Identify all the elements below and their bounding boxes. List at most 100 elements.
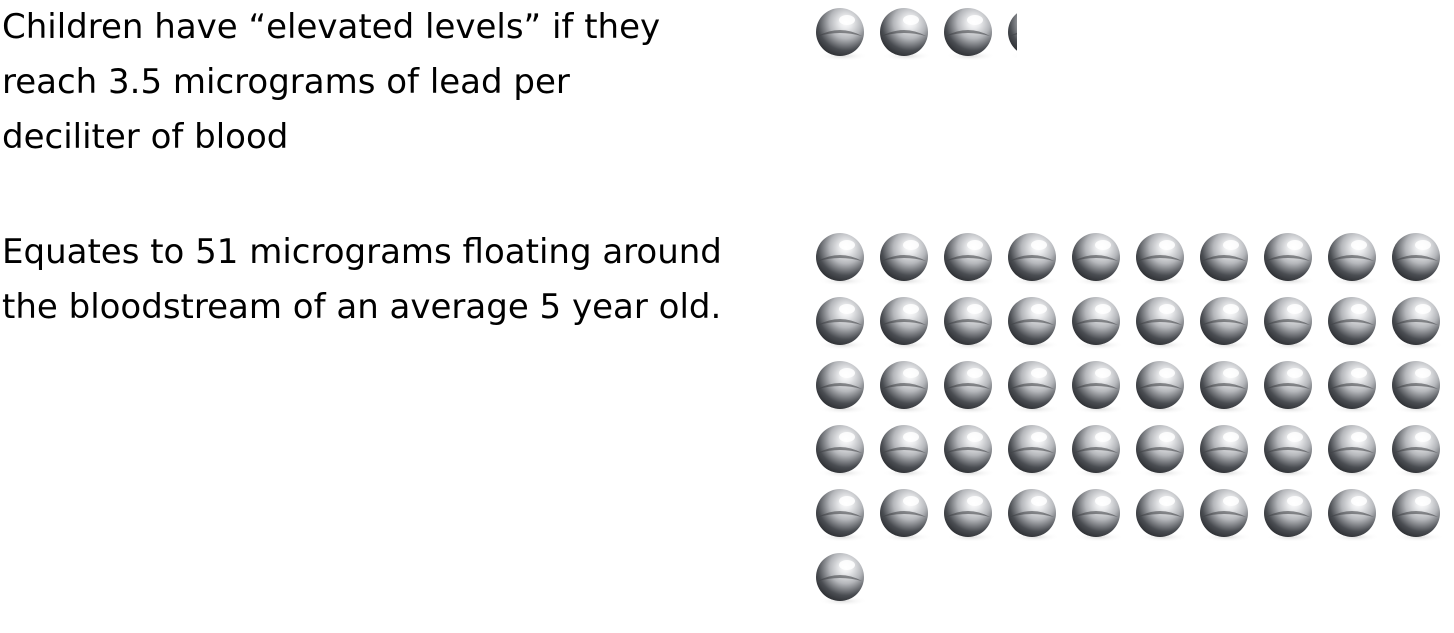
lead-ball: [877, 6, 933, 62]
lead-ball: [1069, 295, 1125, 351]
lead-ball: [1133, 423, 1189, 479]
lead-ball-icon: [1328, 489, 1380, 542]
lead-ball-icon: [1072, 233, 1124, 286]
lead-ball: [1005, 6, 1017, 62]
lead-ball: [877, 423, 933, 479]
lead-ball-icon: [1072, 297, 1124, 350]
lead-ball-icon: [1264, 489, 1316, 542]
lead-ball: [813, 295, 869, 351]
lead-ball-icon: [1200, 425, 1252, 478]
lead-ball: [1133, 231, 1189, 287]
lead-ball-icon: [1008, 361, 1060, 414]
lead-ball: [1261, 423, 1317, 479]
lead-ball: [1389, 295, 1445, 351]
elevated-levels-statement: Children have “elevated levels” if they …: [2, 0, 660, 165]
bloodstream-ball-group: [813, 231, 1453, 631]
lead-ball: [941, 6, 997, 62]
equates-statement: Equates to 51 micrograms floating around…: [2, 225, 722, 335]
lead-ball-icon: [1264, 425, 1316, 478]
lead-ball-icon: [1264, 361, 1316, 414]
lead-ball: [1197, 231, 1253, 287]
statement-line: Equates to 51 micrograms floating around: [2, 232, 722, 272]
lead-ball-icon: [944, 489, 996, 542]
lead-ball: [813, 487, 869, 543]
lead-ball: [1197, 295, 1253, 351]
lead-ball: [1133, 487, 1189, 543]
lead-ball-icon: [944, 361, 996, 414]
lead-ball: [1389, 423, 1445, 479]
lead-ball: [1261, 231, 1317, 287]
lead-ball-icon: [1200, 489, 1252, 542]
lead-ball-icon: [944, 425, 996, 478]
lead-ball: [813, 231, 869, 287]
lead-ball: [877, 295, 933, 351]
lead-ball: [1325, 423, 1381, 479]
lead-ball: [1069, 231, 1125, 287]
lead-ball: [1005, 487, 1061, 543]
lead-ball-icon: [1200, 361, 1252, 414]
lead-ball-icon: [944, 8, 996, 61]
lead-ball: [813, 359, 869, 415]
statement-line: the bloodstream of an average 5 year old…: [2, 287, 722, 327]
lead-ball-icon: [1392, 425, 1444, 478]
lead-ball-icon: [1392, 489, 1444, 542]
lead-ball: [1005, 231, 1061, 287]
lead-ball: [1197, 359, 1253, 415]
lead-ball-icon: [880, 489, 932, 542]
lead-ball-icon: [880, 297, 932, 350]
lead-ball-icon: [816, 233, 868, 286]
lead-ball: [941, 423, 997, 479]
lead-ball-icon: [1328, 297, 1380, 350]
statement-line: Children have “elevated levels” if they: [2, 7, 661, 47]
lead-ball-icon: [1328, 425, 1380, 478]
lead-ball: [1261, 295, 1317, 351]
lead-ball-icon: [880, 233, 932, 286]
lead-ball-icon: [1136, 425, 1188, 478]
lead-ball: [941, 231, 997, 287]
lead-ball-icon: [1200, 233, 1252, 286]
lead-ball-icon: [1136, 489, 1188, 542]
lead-ball-icon: [1072, 489, 1124, 542]
lead-ball: [877, 231, 933, 287]
lead-ball: [1197, 423, 1253, 479]
lead-ball: [877, 487, 933, 543]
lead-ball-icon: [880, 425, 932, 478]
lead-ball: [1389, 487, 1445, 543]
lead-ball-icon: [1392, 233, 1444, 286]
lead-ball-icon: [880, 361, 932, 414]
lead-ball: [1005, 423, 1061, 479]
lead-ball-icon: [1008, 233, 1060, 286]
lead-ball-icon: [1072, 425, 1124, 478]
lead-ball-icon: [944, 297, 996, 350]
lead-ball-icon: [1328, 361, 1380, 414]
lead-ball: [1325, 487, 1381, 543]
lead-ball: [1069, 359, 1125, 415]
lead-ball-icon: [1392, 361, 1444, 414]
lead-ball: [1197, 487, 1253, 543]
statement-line: deciliter of blood: [2, 117, 289, 157]
lead-ball: [1325, 231, 1381, 287]
lead-ball: [1261, 487, 1317, 543]
lead-ball-icon: [816, 489, 868, 542]
lead-ball-icon: [1328, 233, 1380, 286]
lead-ball-icon: [1264, 233, 1316, 286]
lead-ball: [1133, 295, 1189, 351]
statement-line: reach 3.5 micrograms of lead per: [2, 62, 570, 102]
lead-ball: [1389, 359, 1445, 415]
lead-ball-icon: [816, 425, 868, 478]
lead-ball-icon: [816, 361, 868, 414]
lead-ball-icon: [816, 8, 868, 61]
lead-ball: [1325, 359, 1381, 415]
lead-ball: [941, 295, 997, 351]
lead-ball: [1069, 423, 1125, 479]
lead-ball: [1261, 359, 1317, 415]
lead-ball-icon: [816, 553, 868, 606]
lead-ball-icon: [1008, 297, 1060, 350]
lead-ball-icon: [1200, 297, 1252, 350]
lead-ball: [813, 551, 869, 607]
lead-ball-icon: [1264, 297, 1316, 350]
lead-ball: [1005, 359, 1061, 415]
lead-ball: [1069, 487, 1125, 543]
lead-ball-icon: [1136, 233, 1188, 286]
elevated-level-ball-group: [813, 6, 1019, 64]
